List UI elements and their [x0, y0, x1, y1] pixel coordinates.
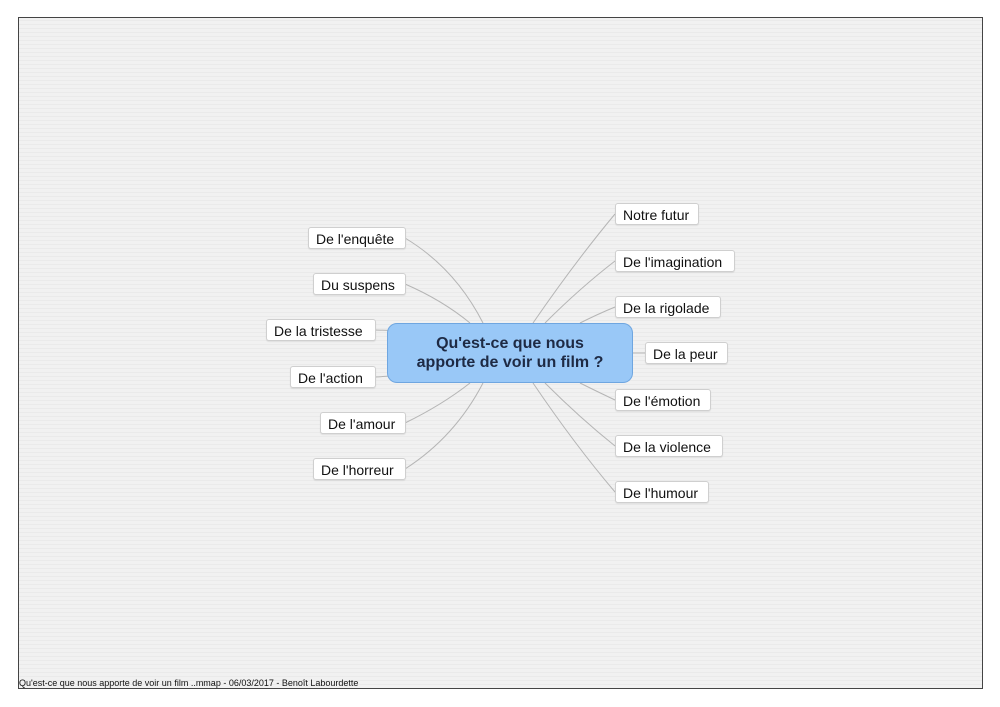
topic-imagination[interactable]: De l'imagination [615, 250, 735, 272]
topic-tristesse[interactable]: De la tristesse [266, 319, 376, 341]
link-left-5 [404, 382, 484, 470]
topic-horreur[interactable]: De l'horreur [313, 458, 406, 480]
link-right-4 [579, 382, 616, 401]
topic-violence[interactable]: De la violence [615, 435, 723, 457]
topic-rigolade[interactable]: De la rigolade [615, 296, 721, 318]
topic-emotion[interactable]: De l'émotion [615, 389, 711, 411]
link-right-1 [544, 260, 616, 324]
topic-enquete[interactable]: De l'enquête [308, 227, 406, 249]
link-right-0 [532, 213, 616, 324]
central-topic-line1: Qu'est-ce que nous [436, 335, 584, 352]
link-left-1 [404, 283, 471, 324]
topic-suspens[interactable]: Du suspens [313, 273, 406, 295]
topic-amour[interactable]: De l'amour [320, 412, 406, 434]
topic-action[interactable]: De l'action [290, 366, 376, 388]
topic-peur[interactable]: De la peur [645, 342, 728, 364]
link-right-5 [544, 382, 616, 447]
topic-futur[interactable]: Notre futur [615, 203, 699, 225]
central-topic[interactable]: Qu'est-ce que nous apporte de voir un fi… [387, 323, 633, 383]
footer-caption: Qu'est-ce que nous apporte de voir un fi… [19, 678, 359, 688]
link-right-2 [579, 306, 616, 324]
link-left-0 [404, 237, 484, 324]
central-topic-line2: apporte de voir un film ? [416, 354, 604, 371]
topic-humour[interactable]: De l'humour [615, 481, 709, 503]
link-right-6 [532, 382, 616, 493]
link-left-4 [404, 382, 471, 424]
